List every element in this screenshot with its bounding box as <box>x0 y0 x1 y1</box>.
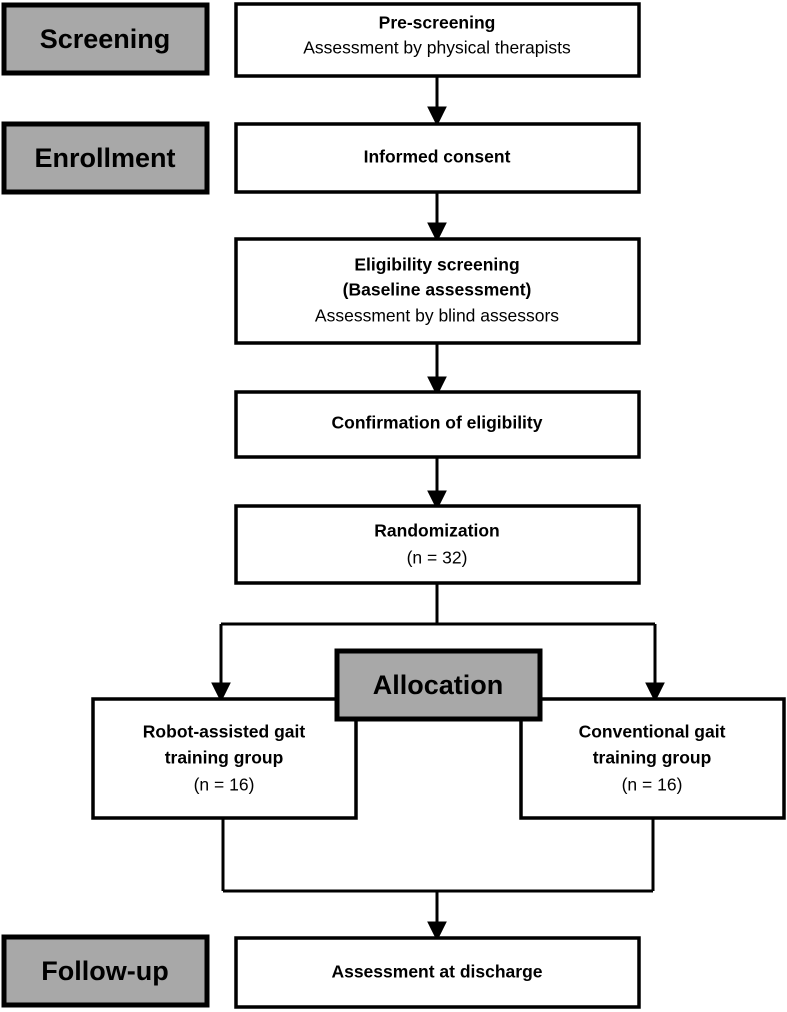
stage-screening-box <box>1 2 210 76</box>
node-pre-screening-line-2: Assessment by physical therapists <box>303 38 571 58</box>
node-informed-consent-line-1: Informed consent <box>364 147 511 167</box>
node-robot-assisted-group-line-2: training group <box>165 748 284 768</box>
node-confirmation-of-eligibility-box <box>234 390 641 459</box>
node-assessment-at-discharge: Assessment at discharge <box>234 936 641 1009</box>
node-confirmation-of-eligibility-line-1: Confirmation of eligibility <box>332 413 543 433</box>
node-assessment-at-discharge-box <box>234 936 641 1009</box>
node-informed-consent: Informed consent <box>234 122 641 194</box>
stage-allocation-box <box>334 648 543 722</box>
node-assessment-at-discharge-line-1: Assessment at discharge <box>331 962 542 982</box>
node-eligibility-screening-line-2: (Baseline assessment) <box>343 280 532 300</box>
node-informed-consent-box <box>234 122 641 194</box>
node-robot-assisted-group-box <box>91 697 358 820</box>
node-robot-assisted-group-line-1: Robot-assisted gait <box>143 722 306 742</box>
node-pre-screening-line-1: Pre-screening <box>379 13 496 33</box>
node-conventional-group-line-2: training group <box>593 748 712 768</box>
node-pre-screening-box <box>234 2 641 78</box>
stage-label-screening: Screening <box>1 2 210 76</box>
node-randomization-line-2: (n = 32) <box>407 548 468 568</box>
node-randomization-box <box>234 504 641 585</box>
node-eligibility-screening-line-1: Eligibility screening <box>354 255 519 275</box>
node-eligibility-screening-box <box>234 237 641 345</box>
stage-enrollment-label: Enrollment <box>34 143 175 173</box>
stage-label-followup: Follow-up <box>1 934 210 1008</box>
node-robot-assisted-group-line-3: (n = 16) <box>194 775 255 795</box>
connector-group <box>211 77 665 942</box>
stage-screening-label: Screening <box>40 24 171 54</box>
node-conventional-group-line-3: (n = 16) <box>622 775 683 795</box>
node-randomization-line-1: Randomization <box>374 521 499 541</box>
node-confirmation-of-eligibility: Confirmation of eligibility <box>234 390 641 459</box>
stage-followup-box <box>1 934 210 1008</box>
node-eligibility-screening: Eligibility screening (Baseline assessme… <box>234 237 641 345</box>
node-robot-assisted-group: Robot-assisted gait training group (n = … <box>91 697 358 820</box>
stage-label-allocation: Allocation <box>334 648 543 722</box>
node-conventional-group-line-1: Conventional gait <box>579 722 726 742</box>
node-eligibility-screening-line-3: Assessment by blind assessors <box>315 306 559 326</box>
split-line-randomization <box>221 583 655 626</box>
stage-followup-label: Follow-up <box>41 956 168 986</box>
stage-enrollment-box <box>1 121 210 195</box>
node-randomization: Randomization (n = 32) <box>234 504 641 585</box>
node-pre-screening: Pre-screening Assessment by physical the… <box>234 2 641 78</box>
node-conventional-group: Conventional gait training group (n = 16… <box>519 697 786 820</box>
stage-label-enrollment: Enrollment <box>1 121 210 195</box>
node-conventional-group-box <box>519 697 786 820</box>
stage-allocation-label: Allocation <box>373 670 504 700</box>
merge-line-groups <box>221 818 655 893</box>
